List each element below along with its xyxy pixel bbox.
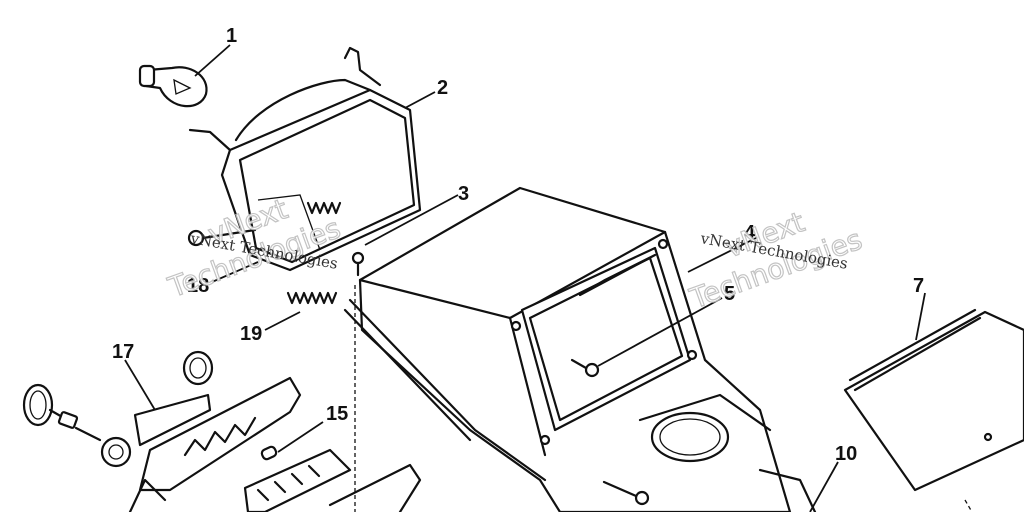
bulb-part <box>138 64 208 108</box>
headlight-housing-part <box>188 46 422 272</box>
leader-lines <box>124 44 926 512</box>
callout-1: 1 <box>226 25 237 47</box>
callout-19: 19 <box>240 323 262 345</box>
small-screw-part <box>351 251 365 512</box>
callout-7: 7 <box>913 275 924 297</box>
bolt-part <box>602 480 650 506</box>
upper-spring-part <box>306 201 342 215</box>
cover-plate-part <box>843 308 1024 512</box>
callout-15: 15 <box>326 403 348 425</box>
switch-panel-part <box>128 376 302 512</box>
callout-4: 4 <box>744 222 756 244</box>
lower-spring-part <box>286 291 338 305</box>
console-body-part <box>343 186 817 512</box>
connector-part <box>243 445 422 512</box>
adjust-screw-part <box>187 228 257 247</box>
callout-labels: 1 2 3 4 5 7 10 15 17 18 19 <box>112 25 924 465</box>
grommet-part <box>182 350 214 386</box>
callout-18: 18 <box>187 275 209 297</box>
callout-5: 5 <box>724 283 735 305</box>
callout-3: 3 <box>458 183 469 205</box>
key-part <box>22 383 132 468</box>
callout-10: 10 <box>835 443 857 465</box>
panel-screw-part <box>570 358 600 378</box>
callout-2: 2 <box>437 77 448 99</box>
callout-17: 17 <box>112 341 134 363</box>
